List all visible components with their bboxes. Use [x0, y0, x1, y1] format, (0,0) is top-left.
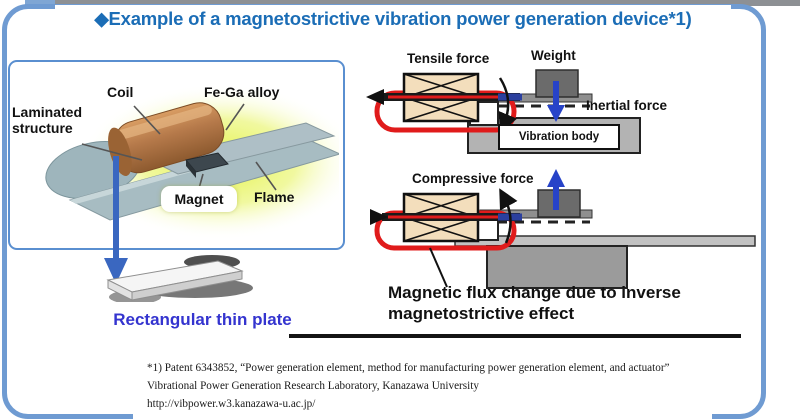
coil-leader-line — [133, 105, 161, 135]
device-illustration-panel — [8, 60, 345, 250]
compressive-diagram — [370, 169, 756, 289]
laminated-structure-label: Laminated structure — [12, 104, 83, 136]
flame-label: Flame — [254, 189, 295, 205]
page-title: ◆Example of a magnetostrictive vibration… — [94, 8, 692, 29]
thin-plate-caption: Rectangular thin plate — [113, 310, 292, 329]
magnet-label-box: Magnet — [161, 186, 237, 212]
down-arrow — [104, 156, 128, 284]
citation-block: *1) Patent 6343852, “Power generation el… — [133, 355, 712, 419]
vibration-body-label: Vibration body — [518, 131, 600, 143]
magnet-block-side — [186, 160, 196, 178]
thin-plate-3d — [106, 255, 253, 304]
flux-change-caption: Magnetic flux change due to inverse magn… — [388, 282, 718, 324]
magnet-label: Magnet — [174, 191, 224, 207]
title-bar: ◆Example of a magnetostrictive vibration… — [55, 5, 731, 33]
flame-leader-line — [255, 161, 277, 191]
tensile-force-label: Tensile force — [407, 51, 490, 66]
force-diagrams — [366, 69, 756, 289]
coil-label: Coil — [107, 84, 134, 100]
inertial-force-label: Inertial force — [586, 98, 668, 113]
laminated-leader-line — [81, 143, 143, 161]
citation-line1: *1) Patent 6343852, “Power generation el… — [147, 362, 670, 374]
coil-body — [108, 102, 225, 176]
citation-line2: Vibrational Power Generation Research La… — [147, 380, 479, 392]
thin-plate-caption-box: Rectangular thin plate — [95, 302, 310, 338]
tensile-diagram — [366, 69, 641, 154]
flux-change-caption-line1: Magnetic flux change due to inverse — [388, 283, 681, 302]
flux-change-caption-line2: magnetostrictive effect — [388, 304, 575, 323]
vibration-body-label-box: Vibration body — [498, 124, 620, 150]
weight-label: Weight — [531, 48, 576, 63]
fega-alloy-label: Fe-Ga alloy — [204, 84, 280, 100]
compressive-force-label: Compressive force — [412, 171, 534, 186]
top-edge-stripe-accent — [25, 0, 55, 6]
top-edge-stripe — [25, 0, 800, 6]
magnet-block — [185, 152, 229, 173]
diagram-bottom-edge-line — [289, 334, 741, 338]
citation-line3: http://vibpower.w3.kanazawa-u.ac.jp/ — [147, 398, 316, 410]
device-3d-illustration — [45, 84, 339, 240]
fega-leader-line — [225, 103, 245, 131]
